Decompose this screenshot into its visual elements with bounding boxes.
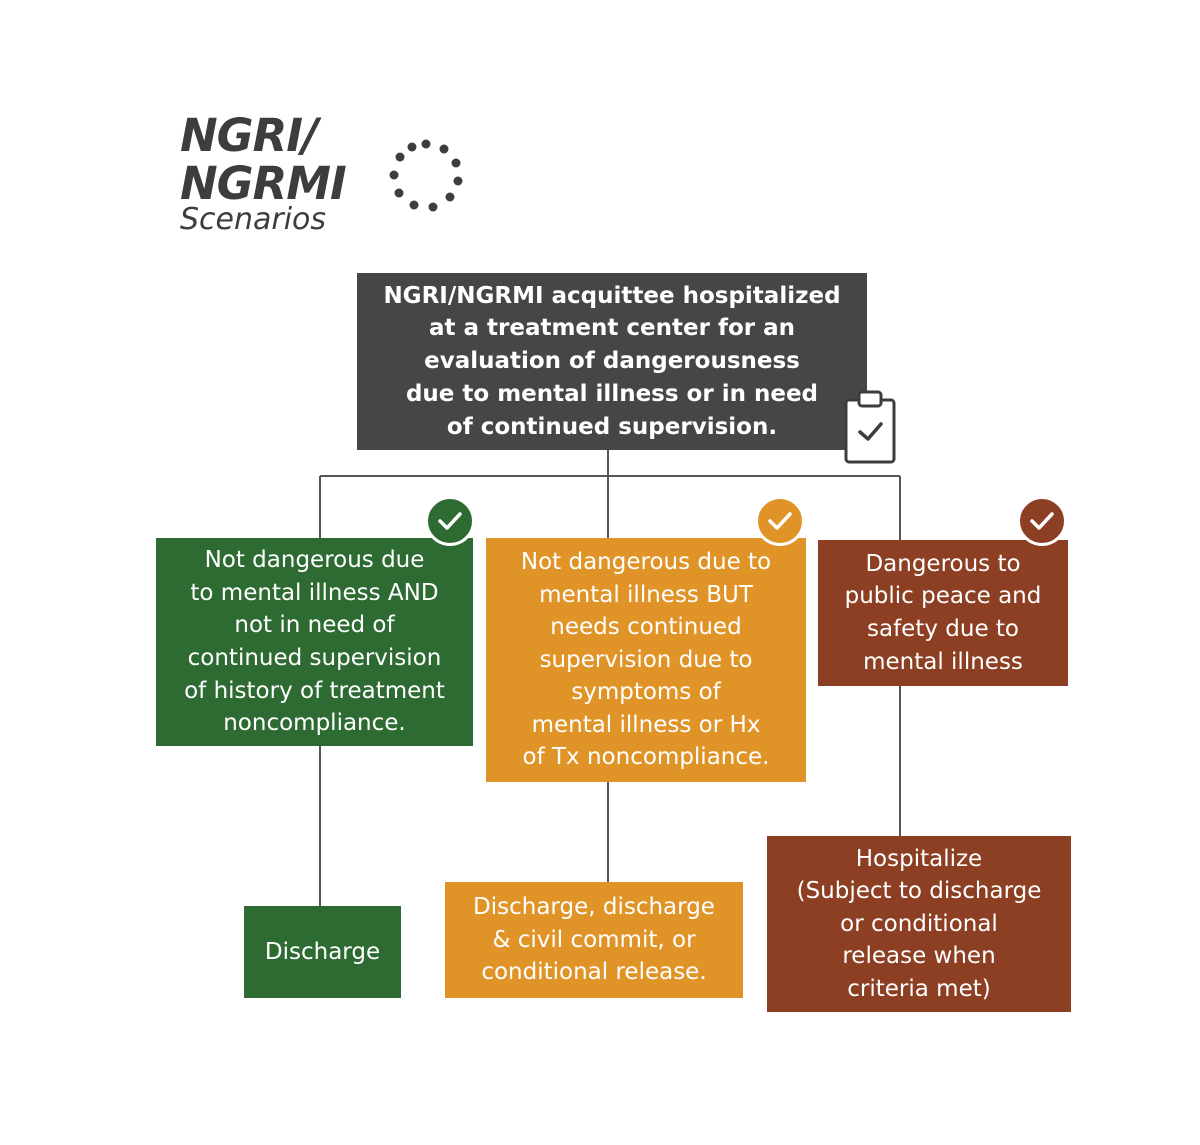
condition-text-green: Not dangerous due to mental illness AND … xyxy=(184,547,445,737)
check-circle-icon xyxy=(755,496,805,546)
title-subtitle: Scenarios xyxy=(180,202,327,237)
outcome-box-green: Discharge xyxy=(244,906,401,998)
condition-box-green: Not dangerous due to mental illness AND … xyxy=(156,538,473,746)
title-line-1: NGRI/ xyxy=(180,109,318,162)
diagram-title: NGRI/ NGRMI Scenarios xyxy=(180,109,347,237)
check-circle-icon xyxy=(1017,496,1067,546)
outcome-text-orange: Discharge, discharge & civil commit, or … xyxy=(473,894,715,986)
condition-text-brown: Dangerous to public peace and safety due… xyxy=(844,550,1042,675)
condition-box-orange: Not dangerous due to mental illness BUT … xyxy=(486,538,806,782)
check-circle-icon xyxy=(425,496,475,546)
clipboard-check-icon xyxy=(844,390,896,464)
outcome-text-brown: Hospitalize (Subject to discharge or con… xyxy=(796,845,1042,1002)
outcome-text-green: Discharge xyxy=(264,938,381,965)
root-text: NGRI/NGRMI acquittee hospitalized at a t… xyxy=(383,282,841,440)
outcome-box-brown: Hospitalize (Subject to discharge or con… xyxy=(767,836,1071,1012)
condition-text-orange: Not dangerous due to mental illness BUT … xyxy=(520,548,772,771)
condition-box-brown: Dangerous to public peace and safety due… xyxy=(818,540,1068,686)
outcome-box-orange: Discharge, discharge & civil commit, or … xyxy=(445,882,743,998)
root-box: NGRI/NGRMI acquittee hospitalized at a t… xyxy=(357,273,867,450)
title-line-2: NGRMI xyxy=(180,157,347,210)
dotted-circle-icon xyxy=(389,139,463,212)
